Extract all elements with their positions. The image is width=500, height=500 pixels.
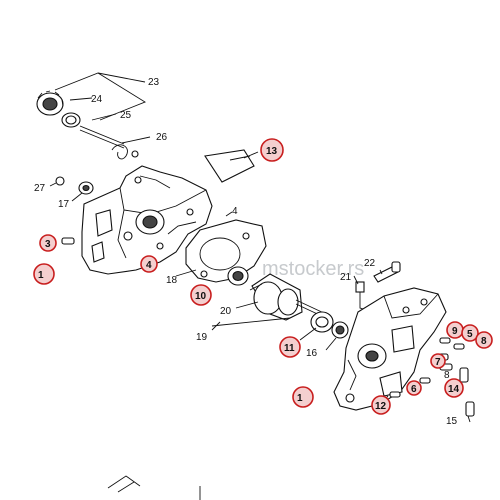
- label-23: 23: [148, 77, 160, 88]
- part-6-screw: [419, 377, 431, 384]
- left-crankcase-half: [81, 165, 213, 275]
- label-27: 27: [34, 183, 46, 194]
- callout-ring-13: [260, 138, 284, 162]
- label-4-ring: 4: [146, 260, 152, 271]
- part-3-screw: [61, 237, 75, 245]
- label-22: 22: [364, 258, 376, 269]
- part-22-bolt: [373, 261, 401, 283]
- part-5-pin: [453, 343, 465, 350]
- label-9: 9: [452, 326, 458, 337]
- label-10: 10: [195, 291, 207, 302]
- label-19: 19: [196, 332, 208, 343]
- part-25-washer: [61, 112, 81, 128]
- callout-ring-14: [444, 378, 464, 398]
- part-10-seal: [227, 266, 249, 286]
- part-20-crankshaft: [249, 273, 327, 321]
- part-27-screw: [55, 176, 65, 186]
- label-1-right: 1: [297, 393, 303, 404]
- highlight-rings: [33, 138, 493, 415]
- label-12: 12: [375, 401, 387, 412]
- label-21: 21: [340, 272, 352, 283]
- callout-ring-3: [39, 234, 57, 252]
- callout-ring-12: [371, 395, 391, 415]
- label-3: 3: [45, 239, 51, 250]
- label-6: 6: [411, 384, 417, 395]
- part-14-plug: [459, 367, 469, 383]
- label-13: 13: [266, 146, 278, 157]
- callout-ring-4: [140, 255, 158, 273]
- label-15: 15: [446, 416, 458, 427]
- label-5: 5: [467, 329, 473, 340]
- label-20: 20: [220, 306, 232, 317]
- part-labels: 23 24 25 26 27 17 13 3 1 4 4 18 10 20 19…: [34, 77, 487, 427]
- leader-23: [54, 72, 146, 121]
- label-26: 26: [156, 132, 168, 143]
- label-4: 4: [232, 206, 238, 217]
- part-26-spring: [79, 125, 139, 160]
- part-13-plate: [204, 149, 255, 183]
- label-8: 8: [444, 370, 450, 381]
- part-15-plug: [465, 401, 475, 417]
- label-24: 24: [91, 94, 103, 105]
- label-1-left: 1: [38, 270, 44, 281]
- label-16: 16: [306, 348, 318, 359]
- label-25: 25: [120, 110, 132, 121]
- watermark-text: mstocker.rs: [262, 258, 364, 280]
- part-9-pin: [439, 337, 451, 344]
- part-16-seal: [331, 321, 349, 339]
- label-18: 18: [166, 275, 178, 286]
- label-7: 7: [435, 357, 441, 368]
- label-17: 17: [58, 199, 70, 210]
- callout-ring-10: [190, 284, 212, 306]
- callout-ring-11: [279, 336, 301, 358]
- callout-ring-8: [475, 331, 493, 349]
- part-12-screw: [389, 391, 401, 398]
- label-8-ring: 8: [481, 336, 487, 347]
- tool-symbol: [107, 475, 141, 493]
- callout-ring-7: [430, 353, 446, 369]
- part-24-nut: [36, 90, 64, 116]
- part-4-gasket: [185, 219, 267, 283]
- right-crankcase-half: [333, 287, 447, 411]
- part-17-bushing: [78, 181, 94, 195]
- callout-ring-6: [406, 380, 422, 396]
- callout-ring-1-right: [292, 386, 314, 408]
- label-11: 11: [284, 343, 295, 354]
- label-14: 14: [448, 384, 460, 395]
- part-11-bearing: [310, 311, 334, 333]
- callout-ring-5: [461, 324, 479, 342]
- leader-19: [211, 317, 291, 327]
- callout-ring-1-left: [33, 263, 55, 285]
